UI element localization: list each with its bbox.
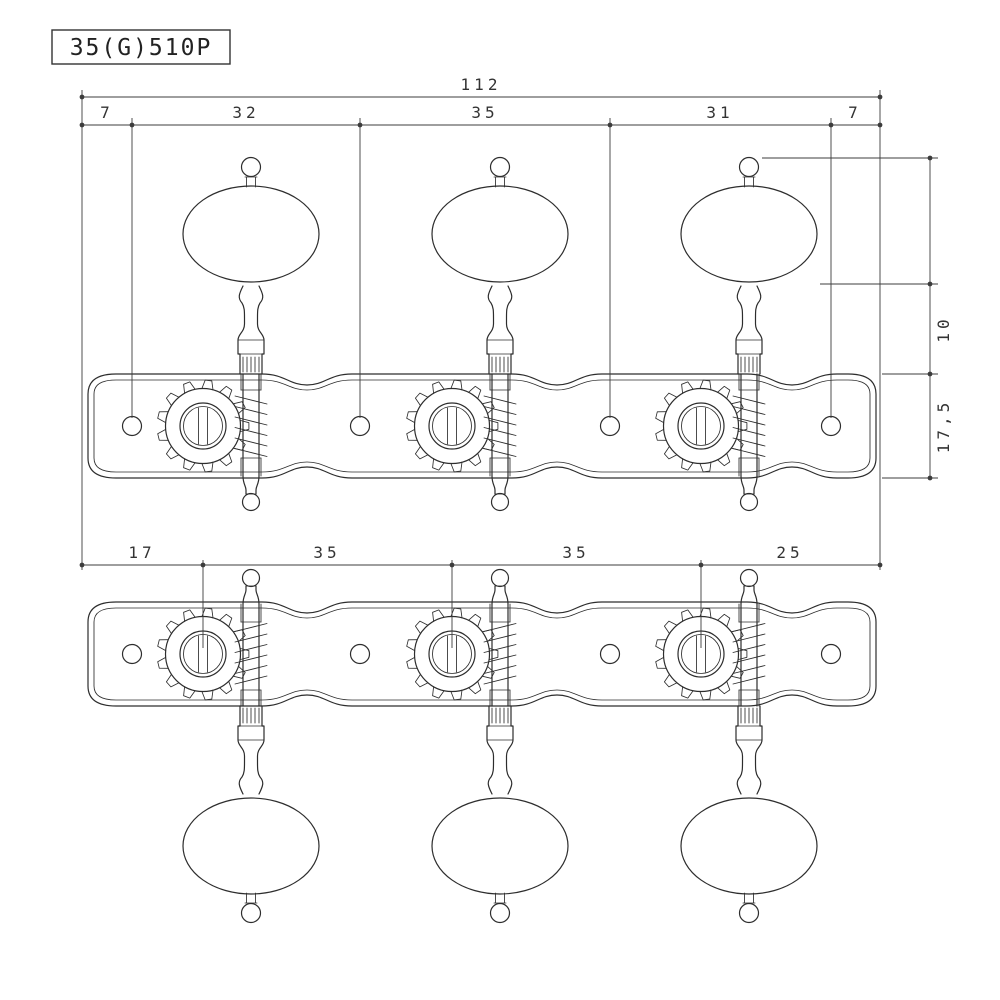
- dim-label-right-0: 10: [934, 315, 953, 342]
- tuner-unit-2: [406, 156, 569, 512]
- top-assembly: [87, 156, 877, 512]
- dim-label-mid-3: 25: [776, 543, 803, 562]
- dim-label-top-4: 7: [848, 103, 862, 122]
- dimension-endpoints: [79, 94, 933, 568]
- title-box: [51, 29, 231, 65]
- dim-label-mid-2: 35: [562, 543, 589, 562]
- tuner-unit-5: [406, 568, 569, 924]
- dim-label-right-1: 17,5: [934, 399, 953, 454]
- dim-label-mid-0: 17: [128, 543, 155, 562]
- tuner-unit-3: [655, 156, 818, 512]
- drawing-title: 35(G)510P: [70, 35, 213, 61]
- dim-label-top-2: 35: [471, 103, 498, 122]
- tuner-unit-6: [655, 568, 818, 924]
- title-block: 35(G)510P: [51, 29, 231, 65]
- dim-label-top-0: 7: [100, 103, 114, 122]
- tuner-unit-1: [157, 156, 320, 512]
- tuner-unit-4: [157, 568, 320, 924]
- dimension-labels: 112 7 32 35 31 7 17 35 35 25 10 17,5: [100, 75, 953, 562]
- dimension-lines: [81, 90, 938, 648]
- dim-label-overall: 112: [461, 75, 502, 94]
- dim-label-top-3: 31: [706, 103, 733, 122]
- bottom-assembly: [87, 568, 877, 924]
- dim-label-top-1: 32: [232, 103, 259, 122]
- dim-label-mid-1: 35: [313, 543, 340, 562]
